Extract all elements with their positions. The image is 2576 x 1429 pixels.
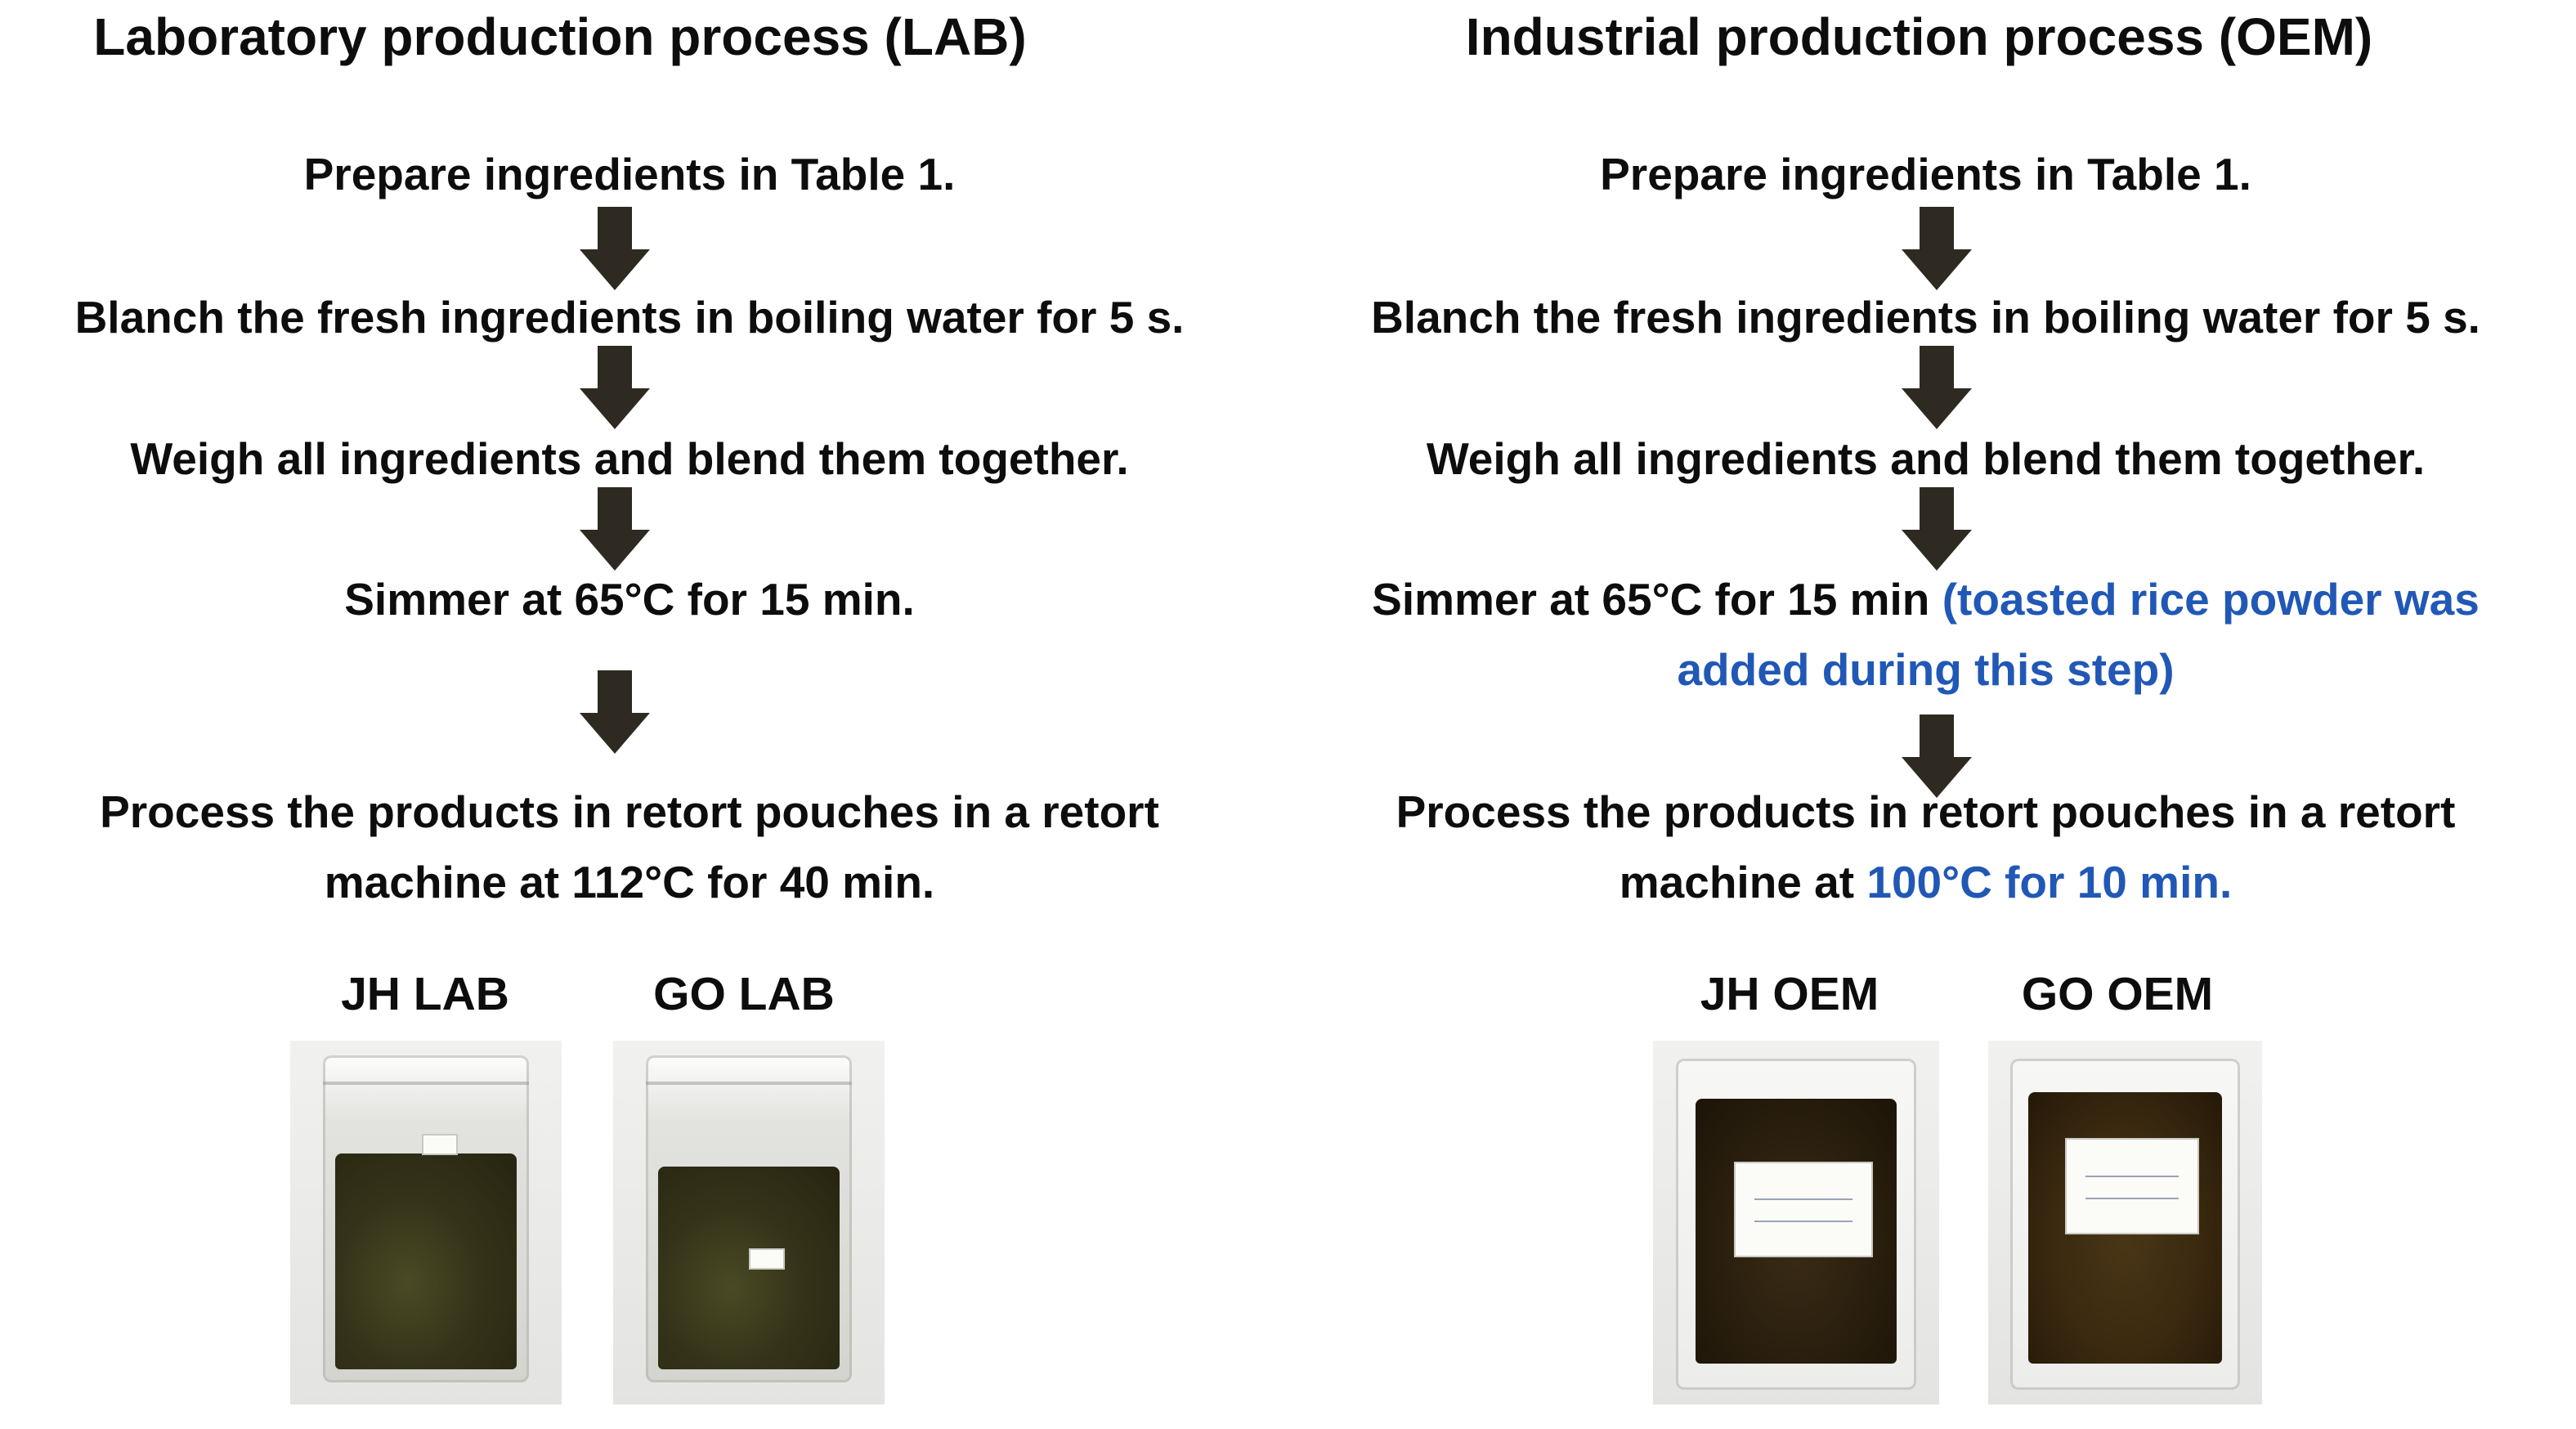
lab-step-weigh: Weigh all ingredients and blend them tog…: [130, 433, 1129, 484]
sample-label-jh-oem: JH OEM: [1700, 968, 1879, 1020]
lab-arrow-4: [580, 670, 650, 754]
oem-title: Industrial production process (OEM): [1465, 7, 2373, 66]
sample-label-go-oem: GO OEM: [2021, 968, 2214, 1020]
oem-arrow-2: [1902, 346, 1972, 429]
oem-simmer-text: Simmer at 65°C for 15 min: [1372, 574, 1942, 625]
lab-step-retort-line2: machine at 112°C for 40 min.: [324, 857, 935, 907]
lab-step-retort-line1: Process the products in retort pouches i…: [100, 786, 1159, 837]
go-lab-pouch-photo: [613, 1041, 885, 1404]
go-oem-pouch-photo: [1988, 1041, 2262, 1404]
oem-retort-prefix: machine at: [1619, 857, 1867, 907]
lab-arrow-2: [580, 346, 650, 429]
oem-arrow-1: [1902, 207, 1972, 290]
lab-process-column: Laboratory production process (LAB) Prep…: [0, 0, 1275, 1429]
lab-arrow-3: [580, 487, 650, 571]
oem-simmer-note-line2: added during this step): [1677, 644, 2175, 695]
oem-step-prepare: Prepare ingredients in Table 1.: [1600, 149, 2251, 199]
oem-step-simmer: Simmer at 65°C for 15 min (toasted rice …: [1275, 564, 2576, 634]
oem-arrow-4: [1902, 714, 1972, 798]
lab-title: Laboratory production process (LAB): [93, 7, 1027, 66]
jh-oem-pouch-photo: [1653, 1041, 1939, 1404]
oem-arrow-3: [1902, 487, 1972, 571]
oem-simmer-note: (toasted rice powder was: [1942, 574, 2480, 625]
oem-step-retort-line1: Process the products in retort pouches i…: [1396, 786, 2456, 837]
sample-label-jh-lab: JH LAB: [341, 968, 509, 1020]
jh-lab-pouch-photo: [290, 1041, 562, 1404]
oem-process-column: Industrial production process (OEM) Prep…: [1275, 0, 2576, 1429]
lab-step-blanch: Blanch the fresh ingredients in boiling …: [74, 292, 1185, 343]
sample-label-go-lab: GO LAB: [653, 968, 835, 1020]
lab-step-prepare: Prepare ingredients in Table 1.: [303, 149, 956, 199]
lab-step-simmer: Simmer at 65°C for 15 min.: [344, 574, 915, 625]
oem-step-retort-line2: machine at 100°C for 10 min.: [1275, 847, 2576, 917]
oem-step-weigh: Weigh all ingredients and blend them tog…: [1426, 433, 2426, 484]
lab-arrow-1: [580, 207, 650, 290]
oem-retort-highlight: 100°C for 10 min.: [1866, 857, 2233, 907]
oem-step-blanch: Blanch the fresh ingredients in boiling …: [1371, 292, 2480, 343]
